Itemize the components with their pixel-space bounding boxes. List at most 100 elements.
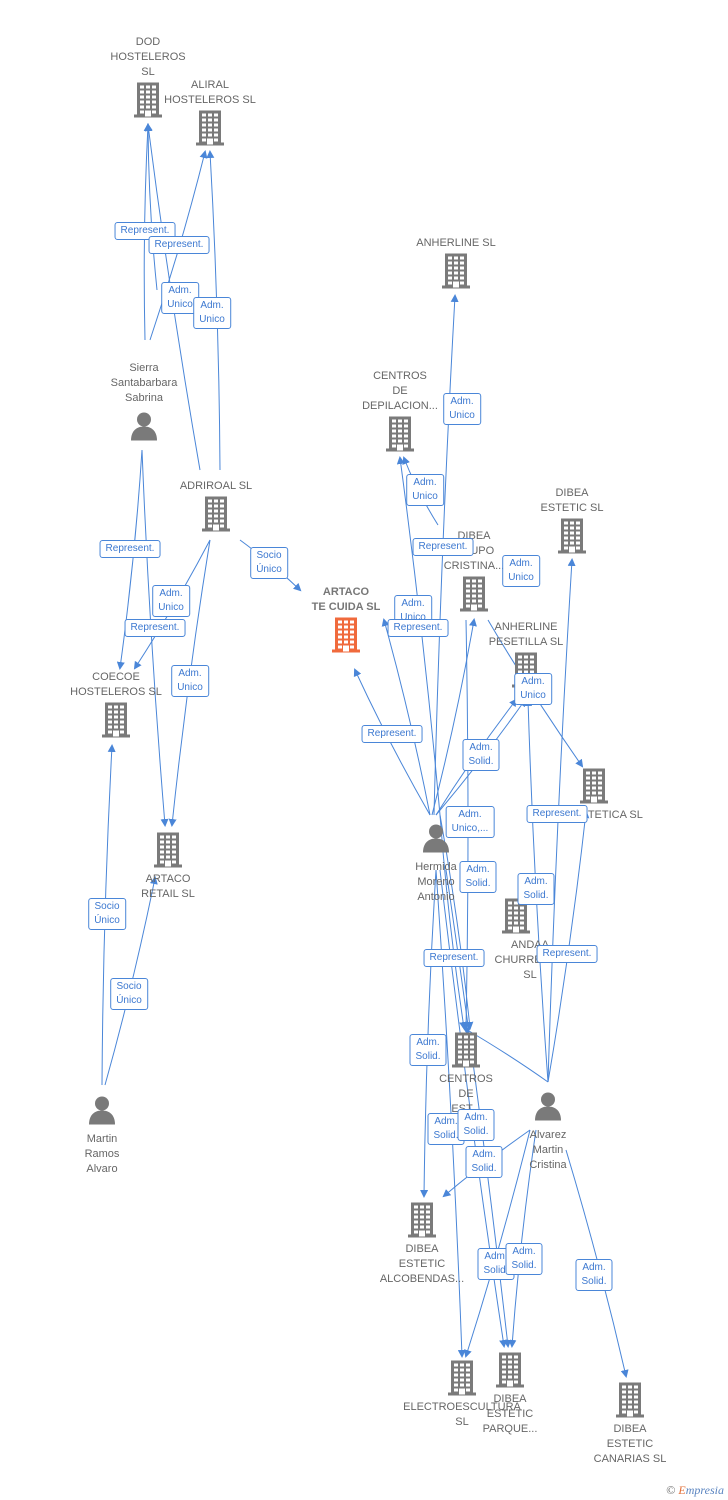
relationship-label-line: Socio (94, 901, 120, 912)
relationship-label[interactable]: Adm.Unico (514, 673, 552, 705)
person-icon[interactable] (129, 411, 159, 446)
node-label-line: ARTACO (145, 873, 191, 885)
relationship-label-line: Unico (508, 572, 534, 583)
relationship-label-line: Unico (520, 690, 546, 701)
building-icon[interactable] (442, 252, 470, 295)
relationship-label-line: Adm. (509, 558, 533, 569)
node-label-line: ALCOBENDAS... (379, 1273, 465, 1285)
building-icon[interactable] (102, 701, 130, 744)
person-icon[interactable] (533, 1091, 563, 1126)
building-icon[interactable] (616, 1381, 644, 1424)
edge-line (439, 814, 474, 1030)
relationship-label-line: Adm. (159, 588, 183, 599)
building-icon[interactable] (452, 1031, 480, 1074)
node-label-line: ANHERLINE SL (416, 237, 496, 249)
relationship-label[interactable]: Adm.Solid. (575, 1259, 613, 1291)
relationship-label[interactable]: Represent. (387, 619, 449, 637)
relationship-label-line: Adm. (434, 1116, 458, 1127)
relationship-label[interactable]: Adm.Solid. (409, 1034, 447, 1066)
relationship-label[interactable]: Represent. (99, 540, 161, 558)
node-label-line: SL (141, 66, 155, 78)
node-label-line: RETAIL SL (141, 888, 195, 900)
building-icon[interactable] (134, 81, 162, 124)
node-label-line: Ramos (84, 1148, 120, 1160)
building-icon[interactable] (496, 1351, 524, 1394)
relationship-label[interactable]: Adm.Unico (406, 474, 444, 506)
relationship-label-line: Represent. (130, 622, 180, 633)
building-icon[interactable] (196, 109, 224, 152)
relationship-label-line: Adm. (469, 742, 493, 753)
building-icon[interactable] (202, 495, 230, 538)
relationship-label[interactable]: Adm. Unico (161, 282, 199, 314)
relationship-label[interactable]: Adm.Solid. (459, 861, 497, 893)
node-label-line: ESTETICA SL (573, 809, 643, 821)
relationship-label-line: Adm. (484, 1251, 508, 1262)
relationship-label[interactable]: Adm.Unico (193, 297, 231, 329)
relationship-label-line: Adm. (168, 285, 192, 296)
node-label-line: Sierra (129, 362, 159, 374)
relationship-label[interactable]: Represent. (361, 725, 423, 743)
edge-line (141, 449, 169, 827)
relationship-label[interactable]: Represent. (423, 949, 485, 967)
relationship-label-line: Solid. (433, 1130, 459, 1141)
building-icon[interactable] (580, 767, 608, 810)
edge-line (464, 1129, 531, 1358)
relationship-label[interactable]: Represent. (114, 222, 176, 240)
node-label-line: ESTETIC SL (540, 502, 604, 514)
relationship-label[interactable]: Adm.Solid. (517, 873, 555, 905)
relationship-label-line: Unico (158, 602, 184, 613)
relationship-label-line: Adm. (416, 1037, 440, 1048)
relationship-label-line: Adm. (524, 876, 548, 887)
relationship-label-line: Socio (116, 981, 142, 992)
node-label-line: Alvarez (529, 1129, 567, 1141)
relationship-label[interactable]: Adm.Unico,... (445, 806, 495, 838)
node-label-line: DE (392, 385, 408, 397)
relationship-label[interactable]: Adm.Solid. (462, 739, 500, 771)
node-label-line: ESTETIC (486, 1408, 534, 1420)
building-icon[interactable] (502, 897, 530, 940)
relationship-label-line: Unico (412, 491, 438, 502)
node-label-line: ALIRAL (191, 79, 229, 91)
relationship-label[interactable]: Represent. (148, 236, 210, 254)
relationship-label-line: Adm. (466, 864, 490, 875)
relationship-label[interactable]: Adm. Unico (502, 555, 540, 587)
person-icon[interactable] (421, 823, 451, 858)
relationship-label-line: Unico (167, 299, 193, 310)
building-icon[interactable] (448, 1359, 476, 1402)
person-icon[interactable] (87, 1095, 117, 1130)
relationship-label[interactable]: Represent. (526, 805, 588, 823)
relationship-label[interactable]: Adm.Solid. (505, 1243, 543, 1275)
relationship-label[interactable]: Represent. (124, 619, 186, 637)
node-label-line: DEPILACION... (362, 400, 438, 412)
node-label-line: DE (458, 1088, 474, 1100)
node-label-line: ANHERLINE (494, 621, 558, 633)
building-icon[interactable] (558, 517, 586, 560)
building-icon[interactable] (154, 831, 182, 874)
building-icon[interactable] (332, 616, 360, 659)
relationship-label-line: Adm. (582, 1262, 606, 1273)
building-icon[interactable] (460, 575, 488, 618)
relationship-label-line: Unico (449, 410, 475, 421)
relationship-label[interactable]: Adm.Unico (443, 393, 481, 425)
node-label: ESTETICA SL (548, 808, 668, 823)
relationship-label[interactable]: Adm.Solid. (457, 1109, 495, 1141)
relationship-label[interactable]: Adm. Unico (152, 585, 190, 617)
relationship-label[interactable]: Adm.Solid. (465, 1146, 503, 1178)
building-icon[interactable] (386, 415, 414, 458)
building-icon[interactable] (408, 1201, 436, 1244)
edge-line (144, 123, 158, 291)
node-label-line: Santabarbara (110, 377, 178, 389)
relationship-label-line: Único (256, 564, 282, 575)
relationship-label[interactable]: Represent. (412, 538, 474, 556)
relationship-label[interactable]: Adm.Unico (171, 665, 209, 697)
brand-initial: E (678, 1483, 686, 1497)
relationship-label[interactable]: Represent. (536, 945, 598, 963)
